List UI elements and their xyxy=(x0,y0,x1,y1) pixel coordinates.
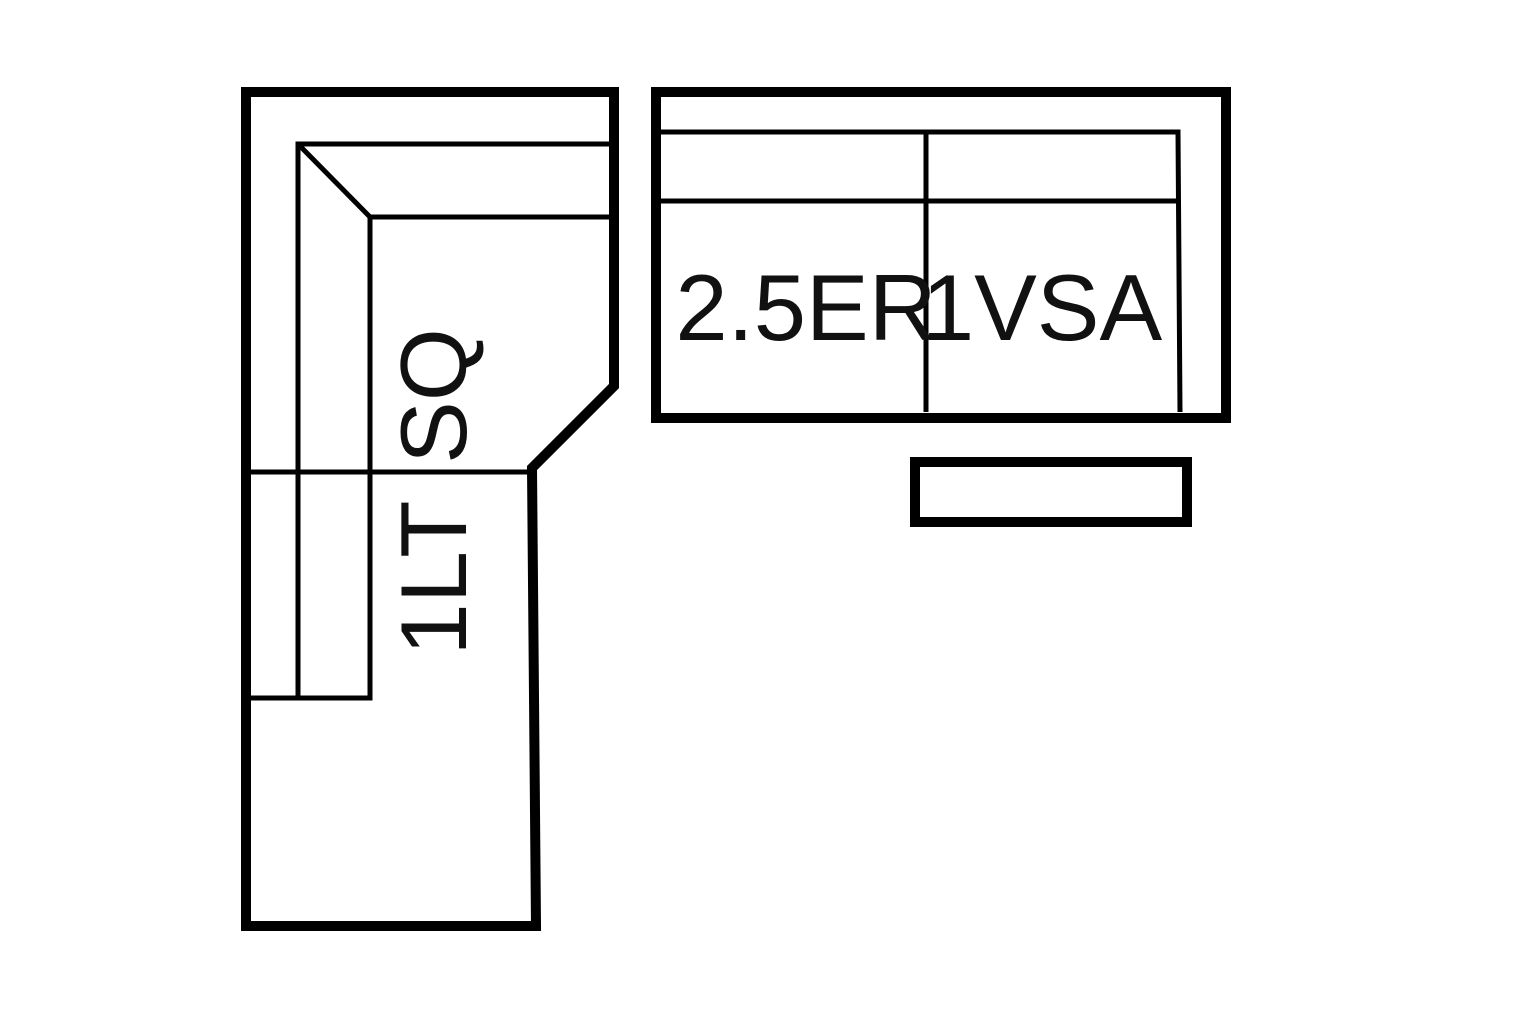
ottoman xyxy=(910,457,1192,527)
corner-sectional-piece xyxy=(241,87,619,931)
corner-seat-edge xyxy=(298,214,612,701)
sofa-outline xyxy=(651,87,1231,423)
sofa-piece xyxy=(651,87,1231,423)
corner-piece-outline xyxy=(241,87,619,931)
left-arm-module-label: 1LT xyxy=(381,501,486,656)
corner-back-rail xyxy=(246,141,612,701)
chair-module-label: 1VSA xyxy=(922,255,1163,360)
sofa-back-rail xyxy=(661,129,1183,413)
corner-module-label: SQ xyxy=(381,328,486,464)
corner-diagonal xyxy=(296,142,372,219)
sofa-module-label: 2.5ER xyxy=(675,255,936,360)
